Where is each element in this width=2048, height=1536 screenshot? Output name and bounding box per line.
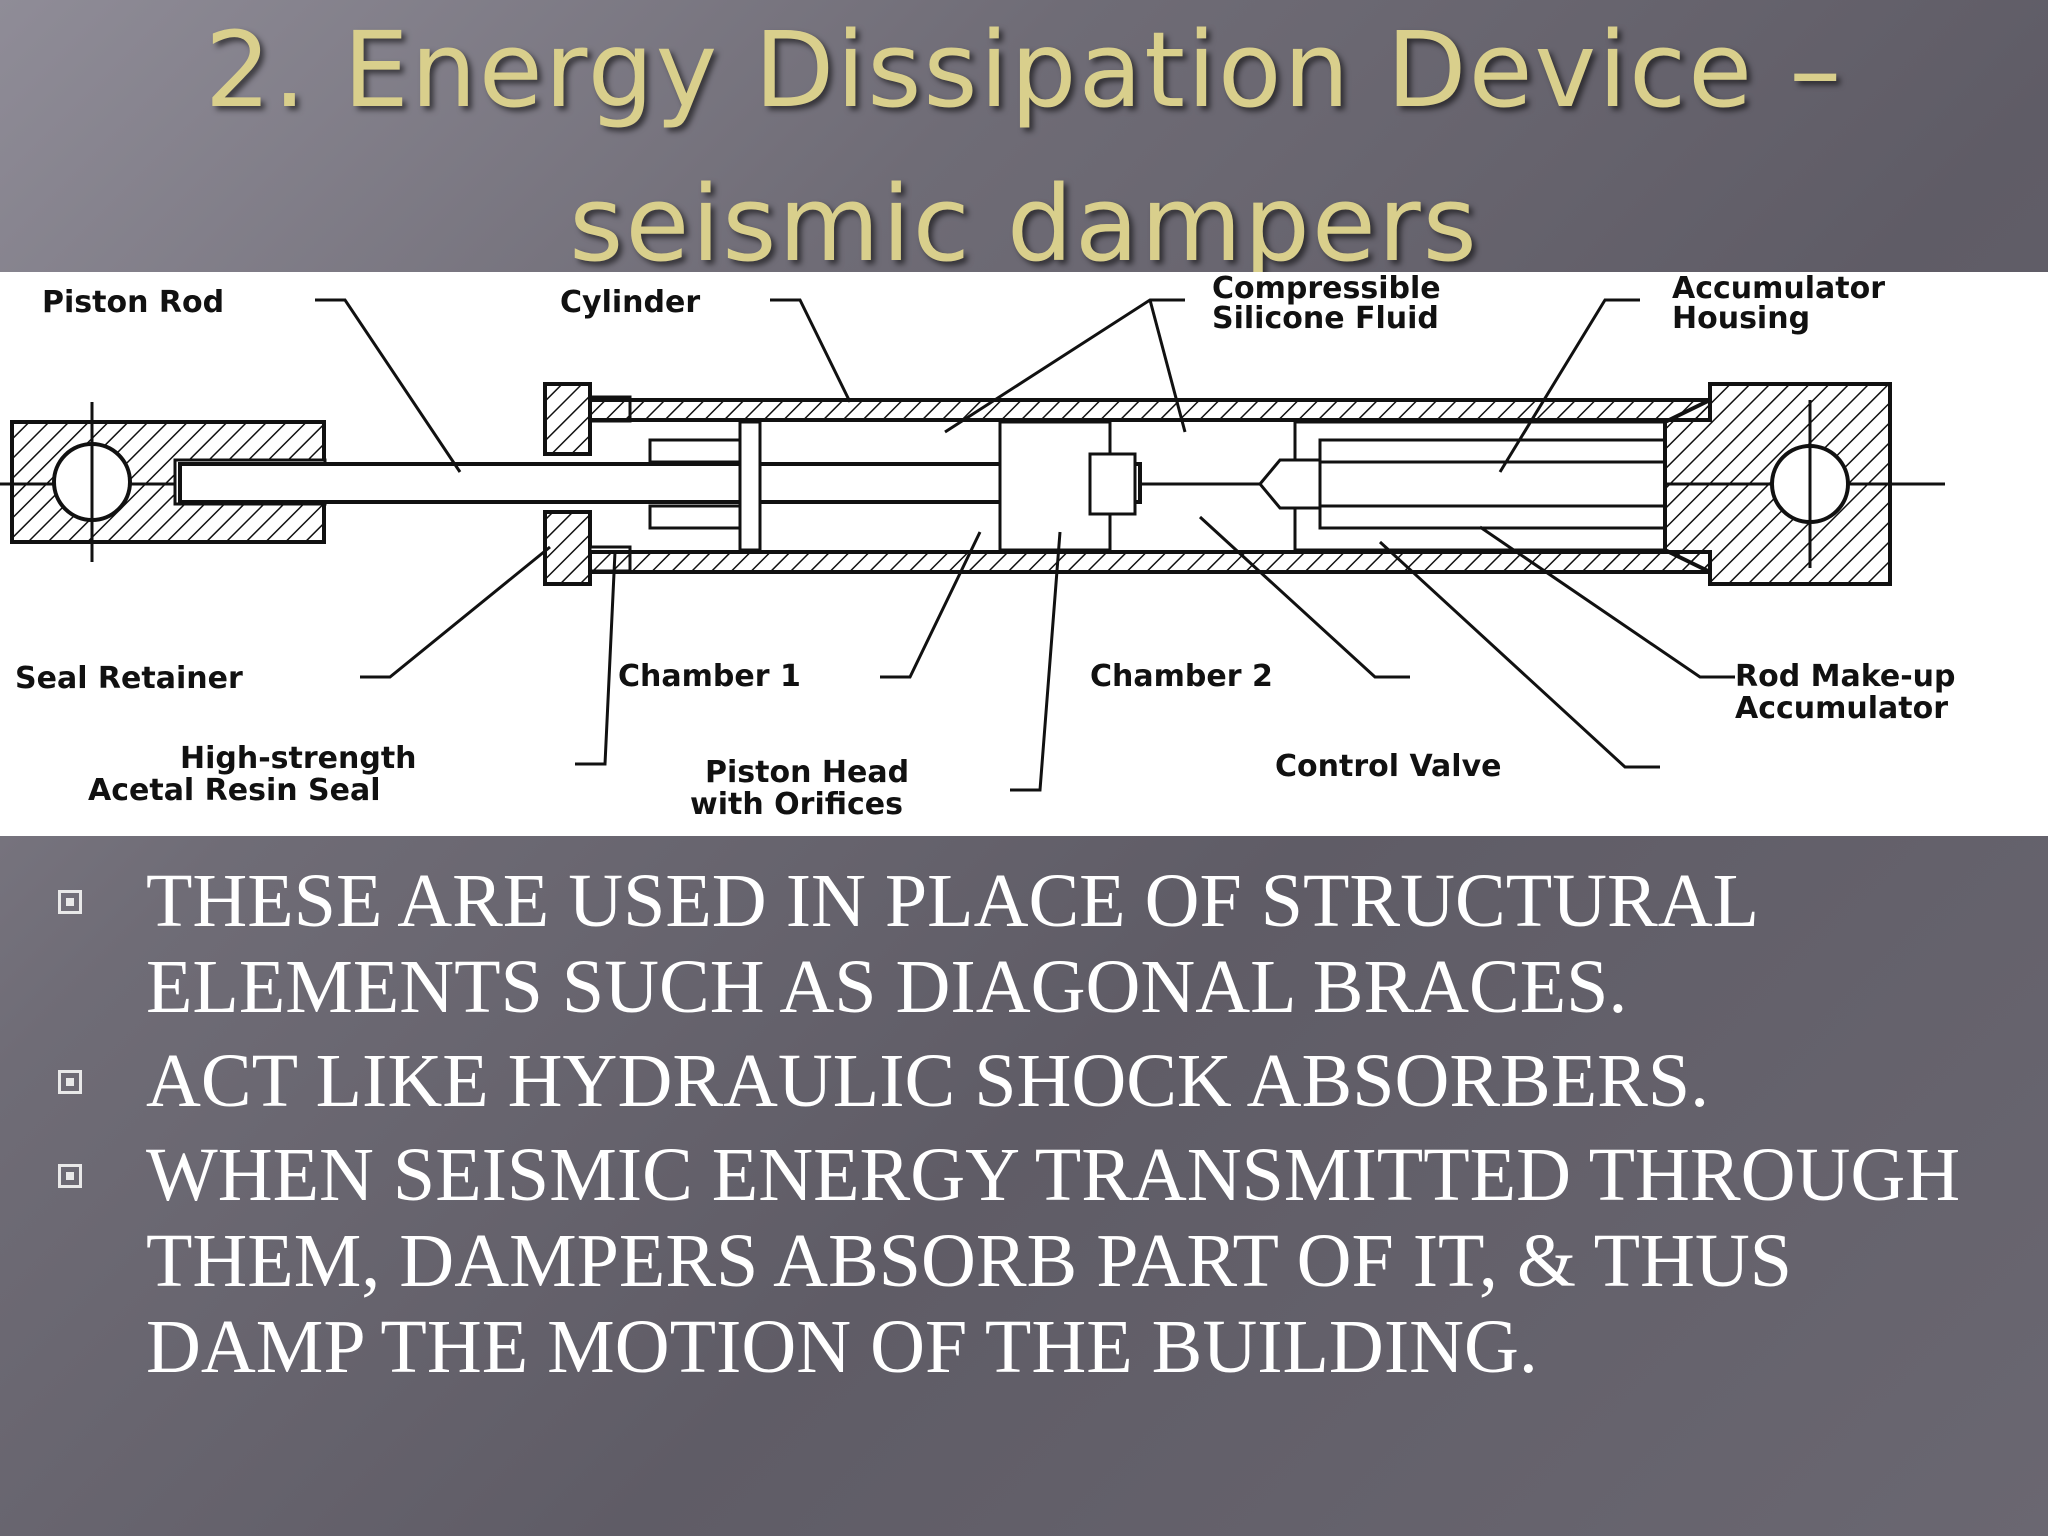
- label-high-strength-2: Acetal Resin Seal: [88, 773, 381, 808]
- piston-head-shape: [648, 420, 1137, 552]
- label-piston-head-1: Piston Head: [705, 755, 909, 790]
- cylinder-shape: [588, 398, 1712, 574]
- label-rod-makeup-1: Rod Make-up: [1735, 659, 1956, 694]
- bullet-text: THESE ARE USED IN PLACE OF STRUCTURAL EL…: [146, 859, 1757, 1029]
- piston-rod-shape: [178, 462, 1142, 504]
- bullet-square-icon: [58, 1070, 82, 1094]
- bullet-list: THESE ARE USED IN PLACE OF STRUCTURAL EL…: [50, 858, 2010, 1398]
- label-high-strength-1: High-strength: [180, 741, 417, 776]
- label-accumulator-1: Accumulator: [1672, 272, 1885, 306]
- bullet-square-icon: [58, 1164, 82, 1188]
- label-chamber-2: Chamber 2: [1090, 659, 1273, 694]
- label-chamber-1: Chamber 1: [618, 659, 801, 694]
- label-compressible-1: Compressible: [1212, 272, 1441, 306]
- label-compressible-2: Silicone Fluid: [1212, 301, 1439, 336]
- bullet-item: WHEN SEISMIC ENERGY TRANSMITTED THROUGH …: [50, 1132, 2010, 1390]
- label-piston-rod: Piston Rod: [42, 285, 224, 320]
- label-cylinder: Cylinder: [560, 285, 700, 320]
- label-accumulator-2: Housing: [1672, 301, 1810, 336]
- accumulator-shape: [1258, 420, 1667, 552]
- label-piston-head-2: with Orifices: [690, 787, 903, 822]
- bullet-text: WHEN SEISMIC ENERGY TRANSMITTED THROUGH …: [146, 1133, 1961, 1389]
- damper-diagram: Piston Rod Cylinder Compressible Silicon…: [0, 272, 2048, 836]
- label-control-valve: Control Valve: [1275, 749, 1501, 784]
- slide-title-line-1: 2. Energy Dissipation Device –: [204, 9, 1844, 131]
- damper-cross-section: Piston Rod Cylinder Compressible Silicon…: [0, 272, 1956, 822]
- label-rod-makeup-2: Accumulator: [1735, 691, 1948, 726]
- bullet-square-icon: [58, 890, 82, 914]
- label-seal-retainer: Seal Retainer: [15, 661, 243, 696]
- bullet-item: ACT LIKE HYDRAULIC SHOCK ABSORBERS.: [50, 1038, 2010, 1124]
- leader-lines: [315, 298, 1735, 792]
- slide-title-line-2: seismic dampers: [569, 163, 1479, 285]
- right-end-fitting: [1663, 382, 1892, 586]
- bullet-item: THESE ARE USED IN PLACE OF STRUCTURAL EL…: [50, 858, 2010, 1030]
- bullet-text: ACT LIKE HYDRAULIC SHOCK ABSORBERS.: [146, 1039, 1710, 1123]
